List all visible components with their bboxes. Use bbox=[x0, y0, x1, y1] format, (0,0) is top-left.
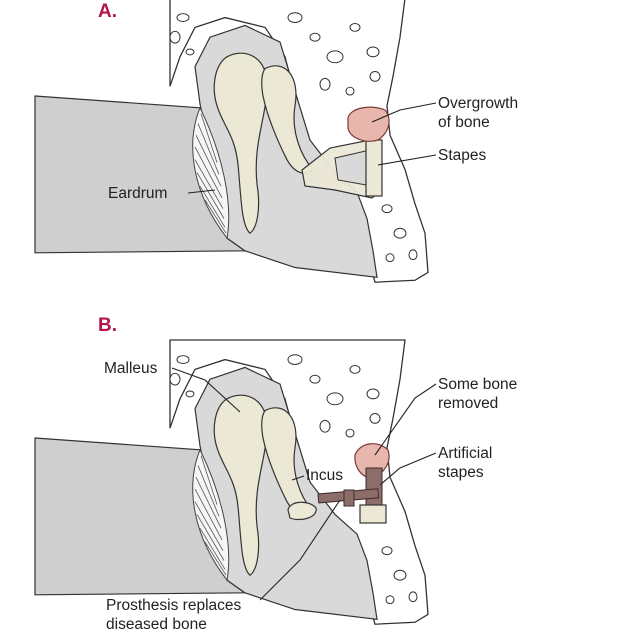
overgrowth-leader bbox=[371, 102, 437, 123]
artificial-stapes-leader bbox=[379, 452, 437, 486]
panel-b-letter: B. bbox=[98, 315, 117, 336]
prosthesis-leader bbox=[259, 499, 341, 601]
prosthesis-rod bbox=[287, 488, 380, 521]
malleus-leader bbox=[171, 367, 241, 413]
eardrum-label: Eardrum bbox=[108, 185, 167, 202]
overgrowth-label-1: Overgrowth bbox=[438, 95, 518, 112]
stapes-bone bbox=[301, 139, 383, 199]
prosthesis-label-2: diseased bone bbox=[106, 616, 207, 633]
stapes-label: Stapes bbox=[438, 147, 487, 164]
incus-label: Incus bbox=[306, 467, 343, 484]
panel-b: B. Malleus Incus Some bone removed Artif… bbox=[34, 315, 517, 633]
incus-leader bbox=[291, 475, 305, 481]
eardrum-leader bbox=[187, 189, 216, 194]
artificial-stapes-label-1: Artificial bbox=[438, 445, 492, 462]
some-bone-label-2: removed bbox=[438, 395, 498, 412]
overgrowth-of-bone bbox=[347, 106, 390, 142]
prosthesis-label-1: Prosthesis replaces bbox=[106, 597, 242, 614]
some-bone-leader bbox=[374, 383, 437, 456]
malleus-label: Malleus bbox=[104, 360, 158, 377]
artificial-stapes-label-2: stapes bbox=[438, 464, 484, 481]
panel-a-letter: A. bbox=[98, 1, 117, 22]
panel-a: A. Eardrum Overgrowth of bone Stapes bbox=[34, 0, 518, 283]
some-bone-label-1: Some bone bbox=[438, 376, 517, 393]
stapes-leader bbox=[377, 154, 437, 166]
overgrowth-label-2: of bone bbox=[438, 114, 490, 131]
